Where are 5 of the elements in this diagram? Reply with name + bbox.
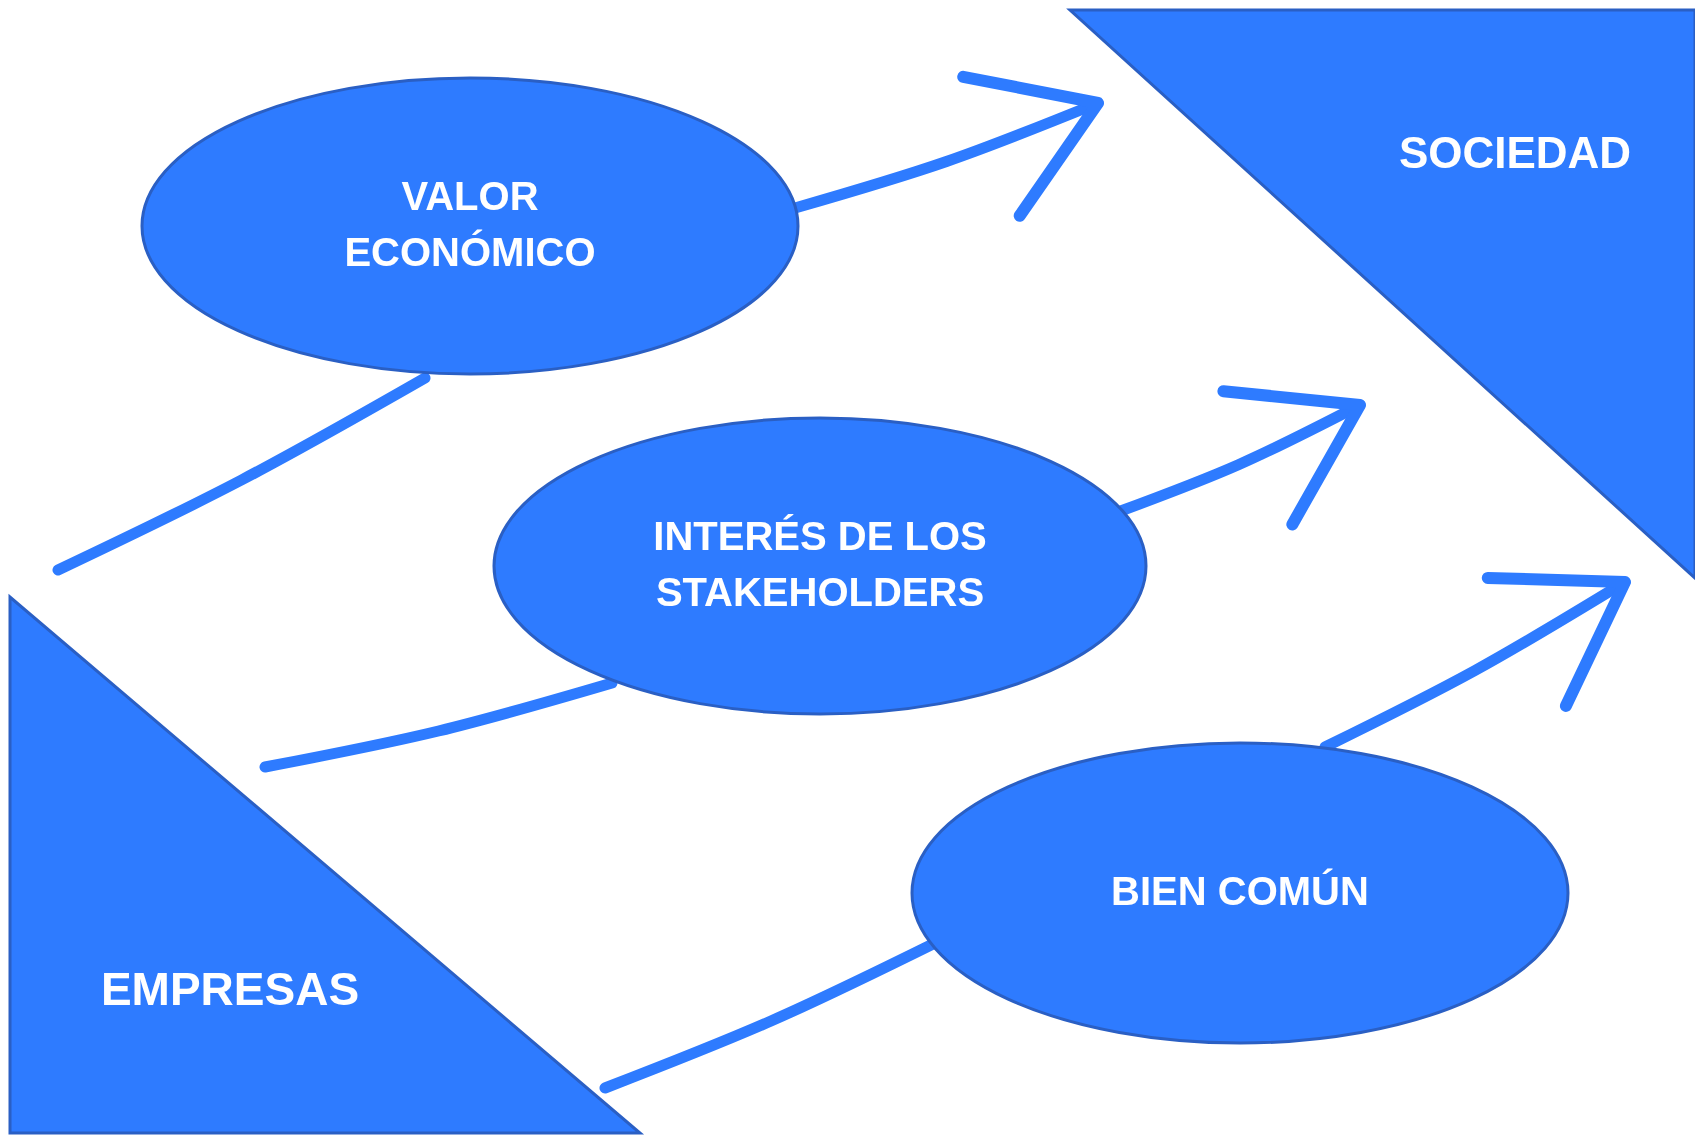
node-label: BIEN COMÚN bbox=[1110, 867, 1370, 915]
node-label: EMPRESAS bbox=[99, 962, 361, 1017]
node-label: SOCIEDAD bbox=[1397, 127, 1633, 179]
node-label: VALOR ECONÓMICO bbox=[343, 173, 597, 276]
node-label: INTERÉS DE LOS STAKEHOLDERS bbox=[652, 513, 988, 616]
